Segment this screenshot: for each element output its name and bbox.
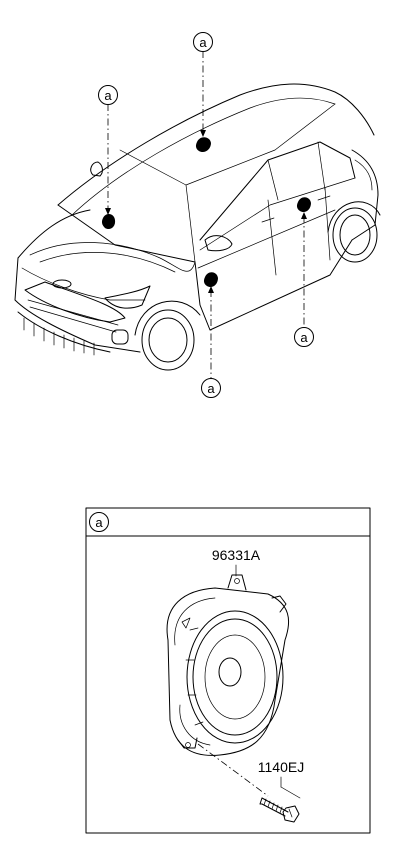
part-label-screw: 1140EJ	[258, 759, 304, 799]
callout-marker-2: a	[98, 85, 118, 105]
callout-marker-4: a	[201, 378, 221, 398]
speaker-location-markers	[101, 137, 311, 288]
leader-lines	[105, 51, 307, 378]
callout-marker-1: a	[193, 32, 213, 52]
speaker-marker-rear-door	[296, 197, 311, 213]
svg-text:a: a	[300, 330, 308, 345]
svg-text:1140EJ: 1140EJ	[258, 759, 304, 775]
svg-text:a: a	[207, 381, 215, 396]
callout-marker-3: a	[294, 327, 314, 347]
part-label-speaker: 96331A	[212, 547, 261, 577]
svg-text:96331A: 96331A	[212, 547, 261, 563]
speaker-marker-roof	[195, 137, 211, 153]
detail-box: a	[85, 507, 371, 834]
svg-text:a: a	[199, 35, 207, 50]
svg-text:a: a	[104, 88, 112, 103]
svg-text:a: a	[95, 515, 103, 530]
detail-box-header-marker: a	[89, 512, 109, 532]
screw-drawing	[259, 797, 300, 823]
speaker-drawing	[166, 574, 289, 756]
car-illustration	[14, 83, 381, 371]
speaker-marker-front-door	[203, 272, 218, 288]
screw-leader-line	[197, 743, 269, 797]
speaker-marker-front-left	[101, 214, 116, 230]
